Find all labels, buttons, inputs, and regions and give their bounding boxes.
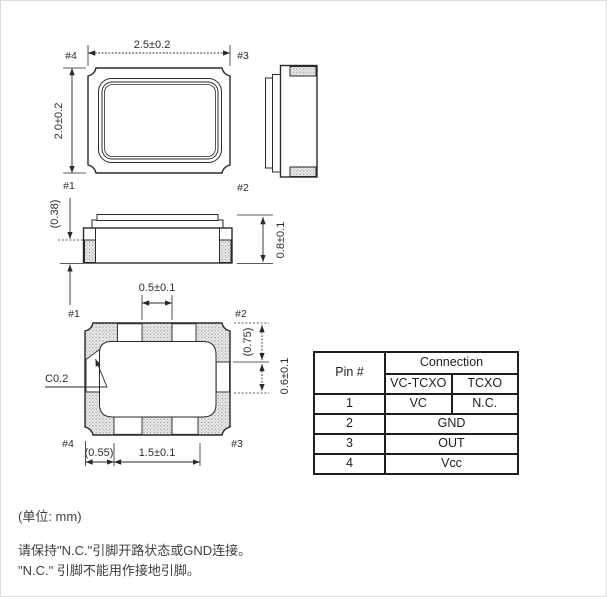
lid-seal-outer	[98, 78, 222, 163]
bottom-view-top-right-dim: (0.75)	[242, 328, 254, 357]
front-body	[82, 227, 233, 264]
front-view-lid-dim: (0.38)	[49, 200, 61, 229]
top-view-width-dim: 2.5±0.2	[134, 39, 171, 51]
table-header-connection: Connection	[384, 351, 519, 375]
front-pad-right	[219, 239, 232, 263]
top-view-height-dim: 2.0±0.2	[53, 103, 65, 140]
front-lid-top	[96, 214, 219, 221]
chamfer-leader	[45, 358, 108, 388]
side-lid-step1	[272, 74, 281, 173]
bottom-view-pin3-label: #3	[231, 438, 243, 450]
top-view-pin2-label: #2	[237, 182, 249, 194]
pin-connection-table: Pin # Connection VC-TCXO TCXO 1 VC N.C. …	[313, 351, 519, 475]
pin-number: 2	[313, 413, 386, 435]
table-header-tcxo: TCXO	[450, 373, 519, 395]
side-body	[279, 64, 318, 178]
top-view: 2.5±0.2 2.0±0.2 #4 #3 #1 #2	[53, 39, 249, 194]
lid-seal-mid	[101, 81, 219, 160]
table-header-vc-tcxo: VC-TCXO	[384, 373, 453, 395]
bottom-view-right-dim: 0.6±0.1	[279, 358, 291, 395]
front-pad-left	[84, 239, 96, 263]
pin1-vc-tcxo: VC	[384, 393, 453, 415]
bottom-view-pin4-label: #4	[62, 438, 74, 450]
unit-note: (单位: mm)	[18, 509, 82, 524]
side-view-right	[265, 64, 318, 178]
bottom-view-pin1-label: #1	[68, 308, 80, 320]
front-view: (0.38) 0.8±0.1	[49, 198, 287, 305]
pin-number: 1	[313, 393, 386, 415]
pin4-connection: Vcc	[384, 453, 519, 475]
pin-number: 4	[313, 453, 386, 475]
pin1-tcxo: N.C.	[450, 393, 519, 415]
top-view-outline	[87, 67, 231, 174]
nc-note-line2: "N.C." 引脚不能用作接地引脚。	[18, 563, 200, 578]
top-view-pin3-label: #3	[237, 50, 249, 62]
package-drawing: 2.5±0.2 2.0±0.2 #4 #3 #1 #2	[45, 39, 318, 466]
side-pad-top	[289, 66, 317, 77]
table-row: 1 VC N.C.	[313, 393, 519, 415]
front-view-height-dim: 0.8±0.1	[275, 222, 287, 259]
bottom-view-pitch-dim: 1.5±0.1	[139, 447, 176, 459]
top-view-pin1-label: #1	[63, 180, 75, 192]
side-pad-bottom	[289, 166, 317, 177]
chamfer-label: C0.2	[45, 373, 68, 385]
side-lid-step2	[265, 77, 273, 169]
table-row: 4 Vcc	[313, 453, 519, 475]
table-header-pin: Pin #	[313, 351, 386, 395]
bottom-view: 0.5±0.1 (0.75) 0.6±0.1 C0.2 (0.55) 1.5±0…	[45, 282, 291, 466]
bottom-view-pin2-label: #2	[235, 308, 247, 320]
top-view-pin4-label: #4	[65, 50, 77, 62]
pin2-connection: GND	[384, 413, 519, 435]
table-row: 2 GND	[313, 413, 519, 435]
lid-seal-inner	[104, 84, 216, 157]
bottom-view-inner	[99, 341, 217, 418]
pin3-connection: OUT	[384, 433, 519, 455]
bottom-view-left-pad-dim: (0.55)	[85, 447, 114, 459]
pin-number: 3	[313, 433, 386, 455]
table-row: 3 OUT	[313, 433, 519, 455]
bottom-view-pad-dim: 0.5±0.1	[139, 282, 176, 294]
nc-note-line1: 请保持"N.C."引脚开路状态或GND连接。	[18, 543, 252, 558]
